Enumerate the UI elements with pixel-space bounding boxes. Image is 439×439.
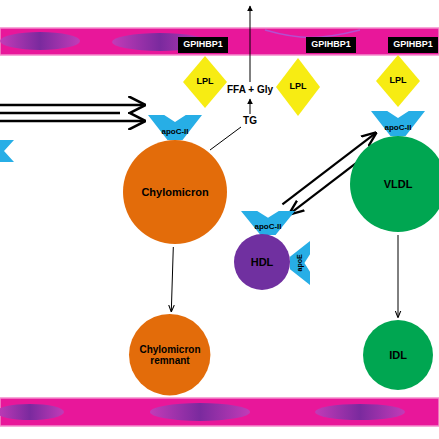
flow-arrow (0, 104, 144, 107)
node-label: LPL (290, 82, 307, 92)
receptor-box: GPIHBP1 (178, 37, 228, 53)
endothelial-nucleus (150, 403, 250, 421)
circle-fill (129, 314, 210, 395)
circle-fill (350, 136, 439, 232)
text-holder: apoC-II (371, 111, 425, 136)
lipoprotein-circle: HDL (234, 234, 290, 290)
transfer-arrow (398, 235, 399, 317)
apolipoprotein-fragment (0, 140, 14, 162)
flow-arrow (0, 120, 144, 123)
cup-fill (148, 115, 202, 140)
release-line (210, 127, 241, 150)
apoprotein-cup: apoC-II (148, 115, 202, 140)
uptake-arrow (250, 6, 251, 82)
lipoprotein-circle: Chylomicron remnant (129, 314, 210, 395)
apoprotein-cup: apoE (290, 241, 310, 285)
node-label: apoE (296, 254, 304, 271)
vessel-wall-edge (0, 28, 439, 55)
cell-boundary (265, 30, 360, 38)
apoprotein-cup: apoC-II (241, 211, 295, 235)
text-holder: apoE (290, 241, 310, 285)
receptor-box: GPIHBP1 (306, 37, 356, 53)
node-label: apoC-II (254, 223, 281, 232)
circle-fill (363, 320, 433, 390)
node-label: LPL (390, 76, 407, 86)
node-label: Chylomicron (141, 186, 208, 198)
vessel-wall (0, 28, 439, 55)
substrate-label: TG (242, 115, 258, 126)
circle-fill (123, 140, 227, 244)
apoprotein-cup: apoC-II (371, 111, 425, 136)
text-holder: HDL (234, 234, 290, 290)
node-label: apoC-II (161, 128, 188, 137)
text-holder: LPL (183, 56, 227, 108)
text-holder: GPIHBP1 (178, 37, 228, 53)
node-label: Chylomicron remnant (135, 344, 204, 366)
vessel-wall-edge (0, 398, 439, 426)
endothelial-nucleus (0, 404, 64, 420)
transfer-arrow (171, 247, 173, 311)
lipoprotein-circle: Chylomicron (123, 140, 227, 244)
text-holder: Chylomicron (123, 140, 227, 244)
text-holder: apoC-II (241, 211, 295, 235)
lipoprotein-circle: VLDL (350, 136, 439, 232)
text-holder: apoC-II (148, 115, 202, 140)
node-label: LPL (197, 77, 214, 87)
flow-line (0, 112, 120, 115)
diamond-fill (376, 55, 420, 107)
hydrolysis-arrow (250, 99, 251, 114)
cup-fill (371, 111, 425, 136)
diamond-fill (276, 58, 320, 116)
text-holder: LPL (276, 58, 320, 116)
rect-fill (178, 37, 228, 53)
node-label: GPIHBP1 (393, 40, 433, 50)
cupside-fill (290, 241, 310, 285)
receptor-box: GPIHBP1 (388, 37, 438, 53)
node-label: IDL (389, 349, 407, 361)
text-holder: Chylomicron remnant (129, 314, 210, 395)
text-holder: IDL (363, 320, 433, 390)
node-label: apoC-II (384, 124, 411, 133)
product-label: FFA + Gly (226, 84, 274, 95)
text-holder: VLDL (350, 136, 439, 232)
enzyme-diamond: LPL (376, 55, 420, 107)
enzyme-diamond: LPL (183, 56, 227, 108)
rect-fill (388, 37, 438, 53)
lipoprotein-circle: IDL (363, 320, 433, 390)
text-holder: LPL (376, 55, 420, 107)
node-label: GPIHBP1 (183, 40, 223, 50)
endothelial-nucleus (315, 404, 405, 420)
circle-fill (234, 234, 290, 290)
cup-fill (241, 211, 295, 235)
diamond-fill (183, 56, 227, 108)
enzyme-diamond: LPL (276, 58, 320, 116)
node-label: GPIHBP1 (311, 40, 351, 50)
vessel-wall (0, 398, 439, 426)
text-holder: GPIHBP1 (388, 37, 438, 53)
node-label: VLDL (384, 178, 413, 190)
node-label: HDL (251, 256, 274, 268)
endothelial-nucleus (0, 32, 80, 50)
rect-fill (306, 37, 356, 53)
text-holder: GPIHBP1 (306, 37, 356, 53)
